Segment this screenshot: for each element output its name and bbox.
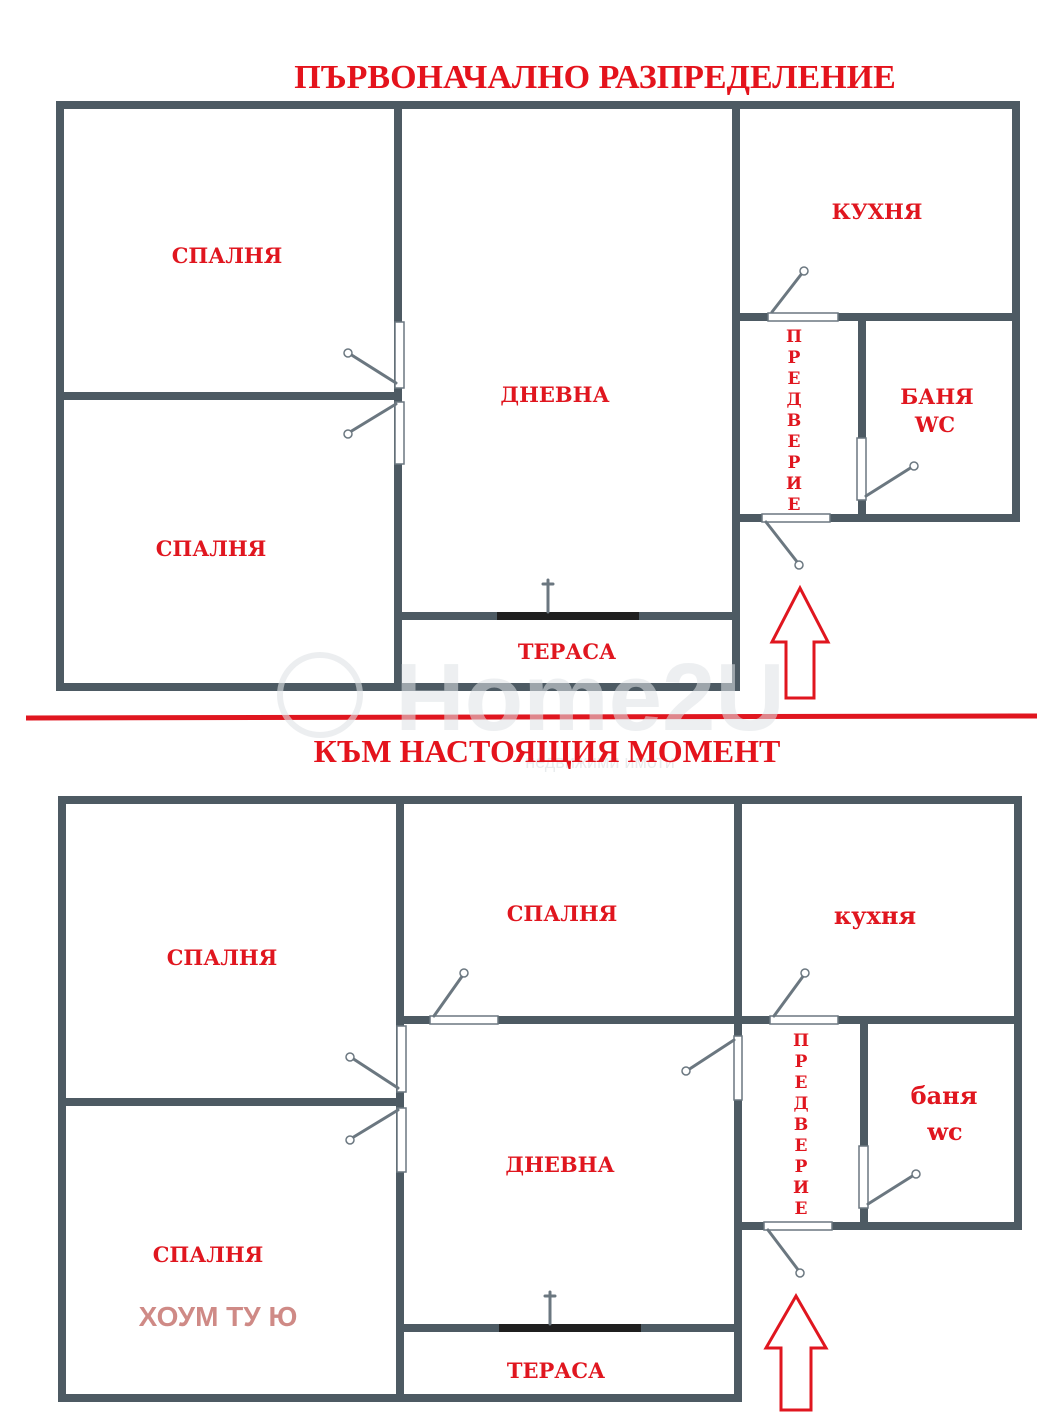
hallway-letter: Е (788, 432, 801, 452)
hallway-letter: Е (788, 495, 801, 515)
section-divider (25, 713, 1037, 721)
hallway-letter: Д (793, 1094, 808, 1114)
door-bedroom-bottom-left (345, 1107, 407, 1173)
entrance-arrow-icon (763, 1292, 829, 1412)
plan-original-title: ПЪРВОНАЧАЛНО РАЗПРЕДЕЛЕНИЕ (294, 59, 896, 96)
room-label-bathroom-line1: БАНЯ (900, 384, 973, 409)
room-label-bedroom-top-left: СПАЛНЯ (167, 945, 278, 970)
room-label-bedroom-top: СПАЛНЯ (172, 243, 283, 268)
watermark-logo-icon (277, 652, 363, 738)
hallway-letter: Р (795, 1157, 808, 1177)
hallway-letter: В (787, 411, 801, 431)
room-label-bathroom-line2: wc (926, 1117, 962, 1146)
room-label-bedroom-bottom-left: СПАЛНЯ (153, 1242, 264, 1267)
hallway-letter: И (786, 474, 802, 494)
room-label-bathroom-line2: WC (914, 412, 955, 437)
door-kitchen (769, 968, 839, 1025)
room-label-bathroom-line1: баня (911, 1081, 978, 1110)
door-bedroom-top (343, 321, 405, 389)
entrance-arrow-icon (769, 584, 831, 700)
watermark: Home2U недвижими имоти (277, 644, 785, 772)
hallway-letter: Д (786, 390, 801, 410)
door-center-bedroom (429, 968, 499, 1025)
hallway-letter: Е (795, 1136, 808, 1156)
plan-current: КЪМ НАСТОЯЩИЯ МОМЕНТ (58, 733, 1022, 1412)
hallway-letter: П (786, 327, 802, 347)
door-bathroom (856, 437, 919, 501)
watermark-brand: Home2U (395, 644, 784, 751)
room-label-living-room: ДНЕВНА (505, 1152, 614, 1177)
room-label-bedroom-bottom: СПАЛНЯ (156, 536, 267, 561)
hallway-letter: Р (795, 1052, 808, 1072)
hallway-letter: И (793, 1178, 809, 1198)
plan-current-title: КЪМ НАСТОЯЩИЯ МОМЕНТ (314, 733, 781, 769)
door-bedroom-top-left (345, 1025, 407, 1093)
room-label-living-room: ДНЕВНА (500, 382, 609, 407)
room-label-kitchen: КУХНЯ (832, 199, 923, 224)
hallway-letter: В (794, 1115, 808, 1135)
door-terrace (499, 1290, 641, 1332)
door-entrance (761, 513, 831, 570)
door-terrace (497, 578, 639, 620)
door-entrance (763, 1221, 833, 1278)
hallway-letter: Е (795, 1199, 808, 1219)
watermark-tagline: недвижими имоти (525, 752, 675, 772)
plan-original: ПЪРВОНАЧАЛНО РАЗПРЕДЕЛЕНИЕ (56, 59, 1020, 700)
wall-center-block (394, 101, 740, 691)
hallway-letter: Е (795, 1073, 808, 1093)
wall-center-block (396, 796, 742, 1402)
wall-right-block (732, 101, 1020, 522)
hallway-letter: Р (788, 348, 801, 368)
hallway-letter: П (793, 1031, 809, 1051)
hallway-letter: Р (788, 453, 801, 473)
wall-right-block (734, 796, 1022, 1230)
door-bedroom-bottom (343, 401, 405, 465)
room-label-terrace: ТЕРАСА (518, 639, 616, 664)
watermark-label: ХОУМ ТУ Ю (139, 1301, 298, 1332)
room-label-terrace: ТЕРАСА (507, 1358, 605, 1383)
room-label-bedroom-center: СПАЛНЯ (507, 901, 618, 926)
door-kitchen (767, 266, 839, 322)
door-living-hall (681, 1035, 743, 1101)
hallway-letter: Е (788, 369, 801, 389)
room-label-kitchen: кухня (834, 901, 916, 930)
plan-original-walls (56, 101, 1020, 691)
door-bathroom (858, 1145, 921, 1209)
